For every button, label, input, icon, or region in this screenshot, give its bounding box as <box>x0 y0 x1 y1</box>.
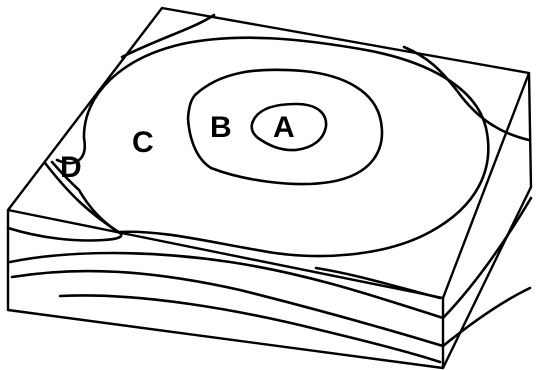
region-labels: A B C D <box>60 111 295 184</box>
block-outline <box>8 8 531 368</box>
label-a: A <box>273 111 295 144</box>
stratum-line-5 <box>316 268 440 298</box>
label-b: B <box>210 111 232 144</box>
label-c: C <box>132 126 154 159</box>
label-d: D <box>60 151 82 184</box>
contour-top-left-corner <box>122 15 214 57</box>
side-strata <box>8 198 531 362</box>
stratum-line-7 <box>443 288 530 346</box>
